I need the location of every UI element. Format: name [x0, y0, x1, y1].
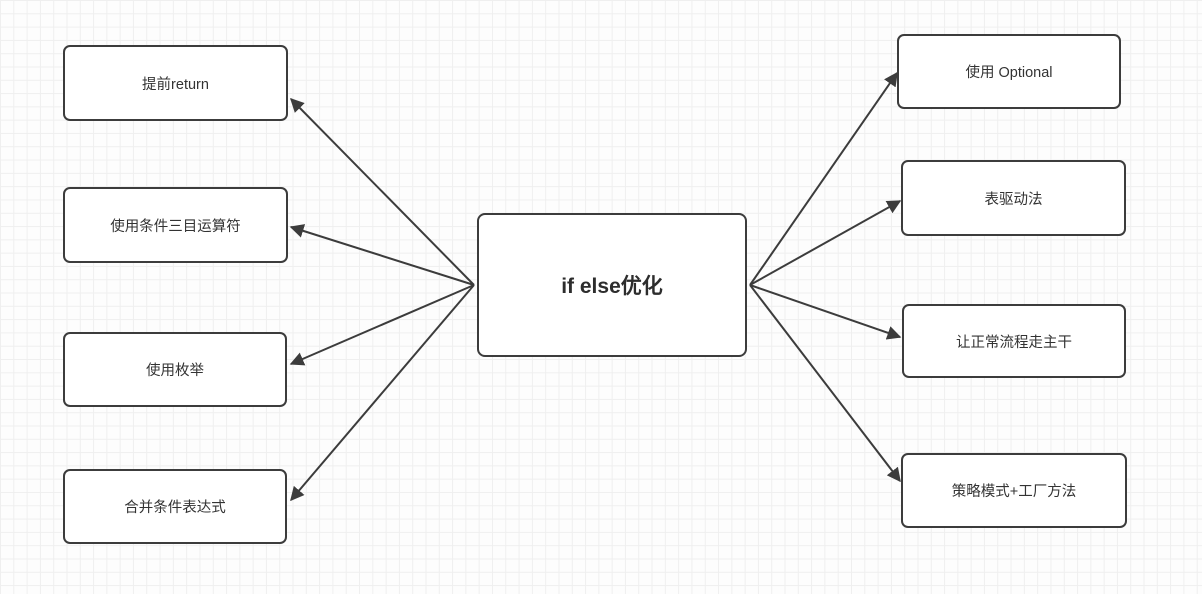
edge-center-to-left-1[interactable]: [289, 224, 475, 286]
node-left-merge-condition-expression[interactable]: 合并条件表达式: [63, 469, 287, 544]
edge-center-to-left-0[interactable]: [290, 98, 475, 286]
node-right-use-optional[interactable]: 使用 Optional: [897, 34, 1121, 109]
node-center-label: if else优化: [561, 275, 663, 298]
edge-center-to-right-1[interactable]: [749, 200, 902, 286]
edge-center-to-right-2[interactable]: [749, 284, 902, 340]
node-label: 合并条件表达式: [124, 500, 226, 516]
node-right-table-driven[interactable]: 表驱动法: [901, 160, 1126, 236]
node-label: 使用条件三目运算符: [110, 218, 241, 235]
node-label: 让正常流程走主干: [956, 334, 1072, 351]
node-center[interactable]: if else优化: [477, 213, 747, 357]
node-label: 使用枚举: [146, 363, 204, 379]
node-left-early-return[interactable]: 提前return: [63, 45, 288, 121]
node-label: 表驱动法: [984, 191, 1043, 208]
node-label: 策略模式+工厂方法: [951, 484, 1077, 500]
node-label: 使用 Optional: [965, 65, 1053, 81]
edge-center-to-right-3[interactable]: [749, 284, 901, 483]
edge-center-to-left-3[interactable]: [290, 284, 475, 502]
edge-center-to-right-0[interactable]: [749, 71, 898, 286]
node-right-strategy-factory[interactable]: 策略模式+工厂方法: [901, 453, 1127, 528]
node-left-ternary-operator[interactable]: 使用条件三目运算符: [63, 187, 288, 263]
edge-center-to-left-2[interactable]: [289, 284, 475, 366]
node-left-use-enum[interactable]: 使用枚举: [63, 332, 287, 407]
node-label: 提前return: [142, 76, 209, 93]
node-right-main-flow[interactable]: 让正常流程走主干: [902, 304, 1126, 378]
